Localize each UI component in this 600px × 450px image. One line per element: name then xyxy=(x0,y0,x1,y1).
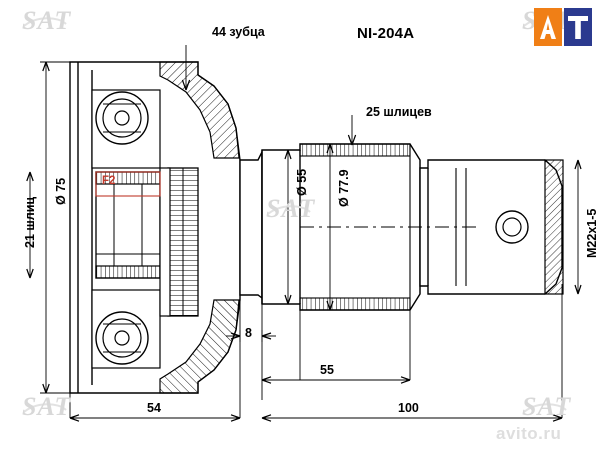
diameter-55-label: Ø 55 xyxy=(295,168,309,196)
teeth-count-label: 44 зубца xyxy=(212,25,265,39)
dim-8-label: 8 xyxy=(245,326,252,340)
inner-spline-bore xyxy=(95,171,161,279)
diameter-75-label: Ø 75 xyxy=(54,177,68,205)
watermark-sat-center: SAT xyxy=(266,194,316,223)
dim-100-label: 100 xyxy=(398,401,419,415)
diameter-779-label: Ø 77.9 xyxy=(337,169,351,207)
thread-spec-label: M22x1-5 xyxy=(585,208,599,258)
watermark-avito: avito.ru xyxy=(496,424,562,443)
dim-55-label: 55 xyxy=(320,363,334,377)
inner-cage xyxy=(91,89,161,369)
inner-spline-count-label: 21 шлиц xyxy=(23,196,37,248)
dim-54-label: 54 xyxy=(147,401,161,415)
shaft-spline-count-label: 25 шлицев xyxy=(366,105,432,119)
abs-tone-ring-44-teeth xyxy=(159,167,199,317)
dimension-lines xyxy=(26,45,582,422)
marking-f2-label: F2 xyxy=(102,175,116,187)
at-logo xyxy=(534,8,592,46)
marking-block xyxy=(95,171,161,197)
watermark-sat-bottom-left: SAT xyxy=(22,392,72,421)
watermark-sat-top-left: SAT xyxy=(22,6,72,35)
shaft-groove-details xyxy=(409,144,467,310)
watermark-sat-bottom-right: SAT xyxy=(522,392,572,421)
joint-neck xyxy=(239,151,263,300)
part-number-label: NI-204A xyxy=(357,25,415,42)
outer-race-section-hatching xyxy=(159,61,240,394)
